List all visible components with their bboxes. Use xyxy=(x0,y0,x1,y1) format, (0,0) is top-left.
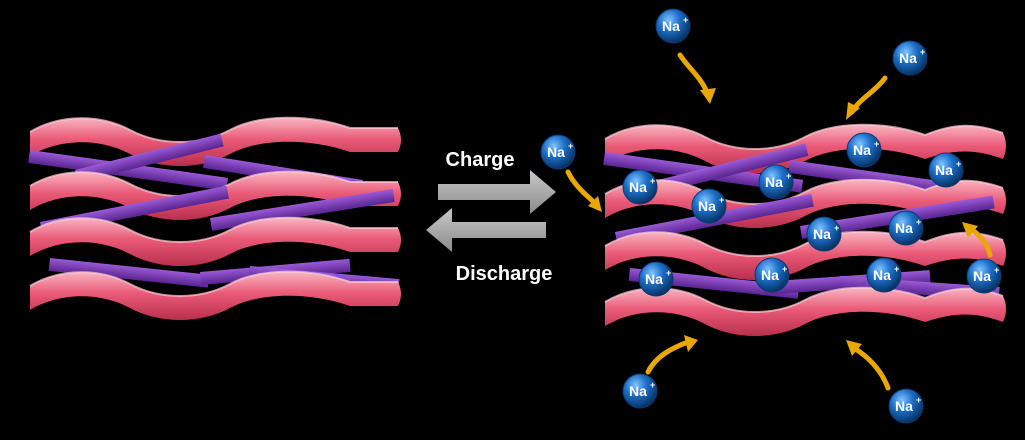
ion-charge: + xyxy=(916,395,921,405)
ion-symbol: Na xyxy=(853,142,871,158)
ion-charge: + xyxy=(650,176,655,186)
ion-symbol: Na xyxy=(629,383,647,399)
sodium-ion: Na+ xyxy=(540,134,576,170)
ion-charge: + xyxy=(650,380,655,390)
rod xyxy=(650,143,809,195)
ion-sphere xyxy=(754,257,790,293)
ion-flow-arrow xyxy=(645,335,698,375)
sodium-ion: Na+ xyxy=(892,40,928,76)
ion-symbol: Na xyxy=(662,18,680,34)
ion-sphere xyxy=(691,188,727,224)
ion-symbol: Na xyxy=(698,198,716,214)
ion-symbol: Na xyxy=(973,268,991,284)
ion-sphere xyxy=(638,261,674,297)
discharge-arrow xyxy=(426,208,546,252)
ion-sphere xyxy=(928,152,964,188)
ion-sphere xyxy=(758,164,794,200)
graphene-sheet xyxy=(604,286,1007,337)
ion-symbol: Na xyxy=(629,179,647,195)
ion-symbol: Na xyxy=(899,50,917,66)
ion-flow-arrow xyxy=(962,222,993,258)
ion-sphere xyxy=(622,169,658,205)
sodium-ion: Na+ xyxy=(888,388,924,424)
ion-charge: + xyxy=(834,223,839,233)
ion-symbol: Na xyxy=(813,226,831,242)
ion-flow-arrow xyxy=(846,75,888,120)
discharge-label: Discharge xyxy=(456,263,553,285)
ion-charge: + xyxy=(956,159,961,169)
ion-sphere xyxy=(888,388,924,424)
ion-sphere xyxy=(622,373,658,409)
rod xyxy=(48,258,210,288)
ion-sphere xyxy=(655,8,691,44)
discharged-electrode xyxy=(28,116,402,321)
ion-symbol: Na xyxy=(935,162,953,178)
sodium-ion: Na+ xyxy=(691,188,727,224)
ion-sphere xyxy=(806,216,842,252)
sodium-ion: Na+ xyxy=(754,257,790,293)
sodium-ion: Na+ xyxy=(758,164,794,200)
sodium-ion: Na+ xyxy=(928,152,964,188)
ion-charge: + xyxy=(920,47,925,57)
sodium-ion: Na+ xyxy=(622,169,658,205)
sodium-ions: Na+Na+Na+Na+Na+Na+Na+Na+Na+Na+Na+Na+Na+N… xyxy=(540,8,1002,424)
ion-flow-arrow xyxy=(565,169,602,212)
ion-sphere xyxy=(888,210,924,246)
ion-charge: + xyxy=(894,264,899,274)
ion-symbol: Na xyxy=(765,174,783,190)
ion-flow-arrow xyxy=(846,340,891,391)
ion-charge: + xyxy=(568,141,573,151)
ion-flow-arrow xyxy=(677,52,716,104)
ion-symbol: Na xyxy=(895,220,913,236)
ion-charge: + xyxy=(994,265,999,275)
ion-charge: + xyxy=(719,195,724,205)
ion-symbol: Na xyxy=(895,398,913,414)
ion-charge: + xyxy=(916,217,921,227)
ion-charge: + xyxy=(666,268,671,278)
sodium-ion: Na+ xyxy=(638,261,674,297)
ion-symbol: Na xyxy=(645,271,663,287)
ion-charge: + xyxy=(683,15,688,25)
charge-arrow xyxy=(438,170,556,214)
ion-charge: + xyxy=(782,264,787,274)
ion-sphere xyxy=(892,40,928,76)
ion-sphere xyxy=(846,132,882,168)
rod xyxy=(75,133,224,183)
ion-charge: + xyxy=(874,139,879,149)
ion-sphere xyxy=(966,258,1002,294)
rod xyxy=(28,150,229,191)
sodium-ion: Na+ xyxy=(622,373,658,409)
ion-sphere xyxy=(866,257,902,293)
sodium-ion: Na+ xyxy=(806,216,842,252)
ion-symbol: Na xyxy=(761,267,779,283)
charge-label: Charge xyxy=(446,149,515,171)
sodium-ion: Na+ xyxy=(866,257,902,293)
sodium-ion: Na+ xyxy=(966,258,1002,294)
sodium-ion: Na+ xyxy=(655,8,691,44)
ion-symbol: Na xyxy=(873,267,891,283)
ion-sphere xyxy=(540,134,576,170)
sodium-ion: Na+ xyxy=(846,132,882,168)
ion-flow-arrows xyxy=(565,52,993,391)
sodium-ion: Na+ xyxy=(888,210,924,246)
ion-symbol: Na xyxy=(547,144,565,160)
ion-charge: + xyxy=(786,171,791,181)
